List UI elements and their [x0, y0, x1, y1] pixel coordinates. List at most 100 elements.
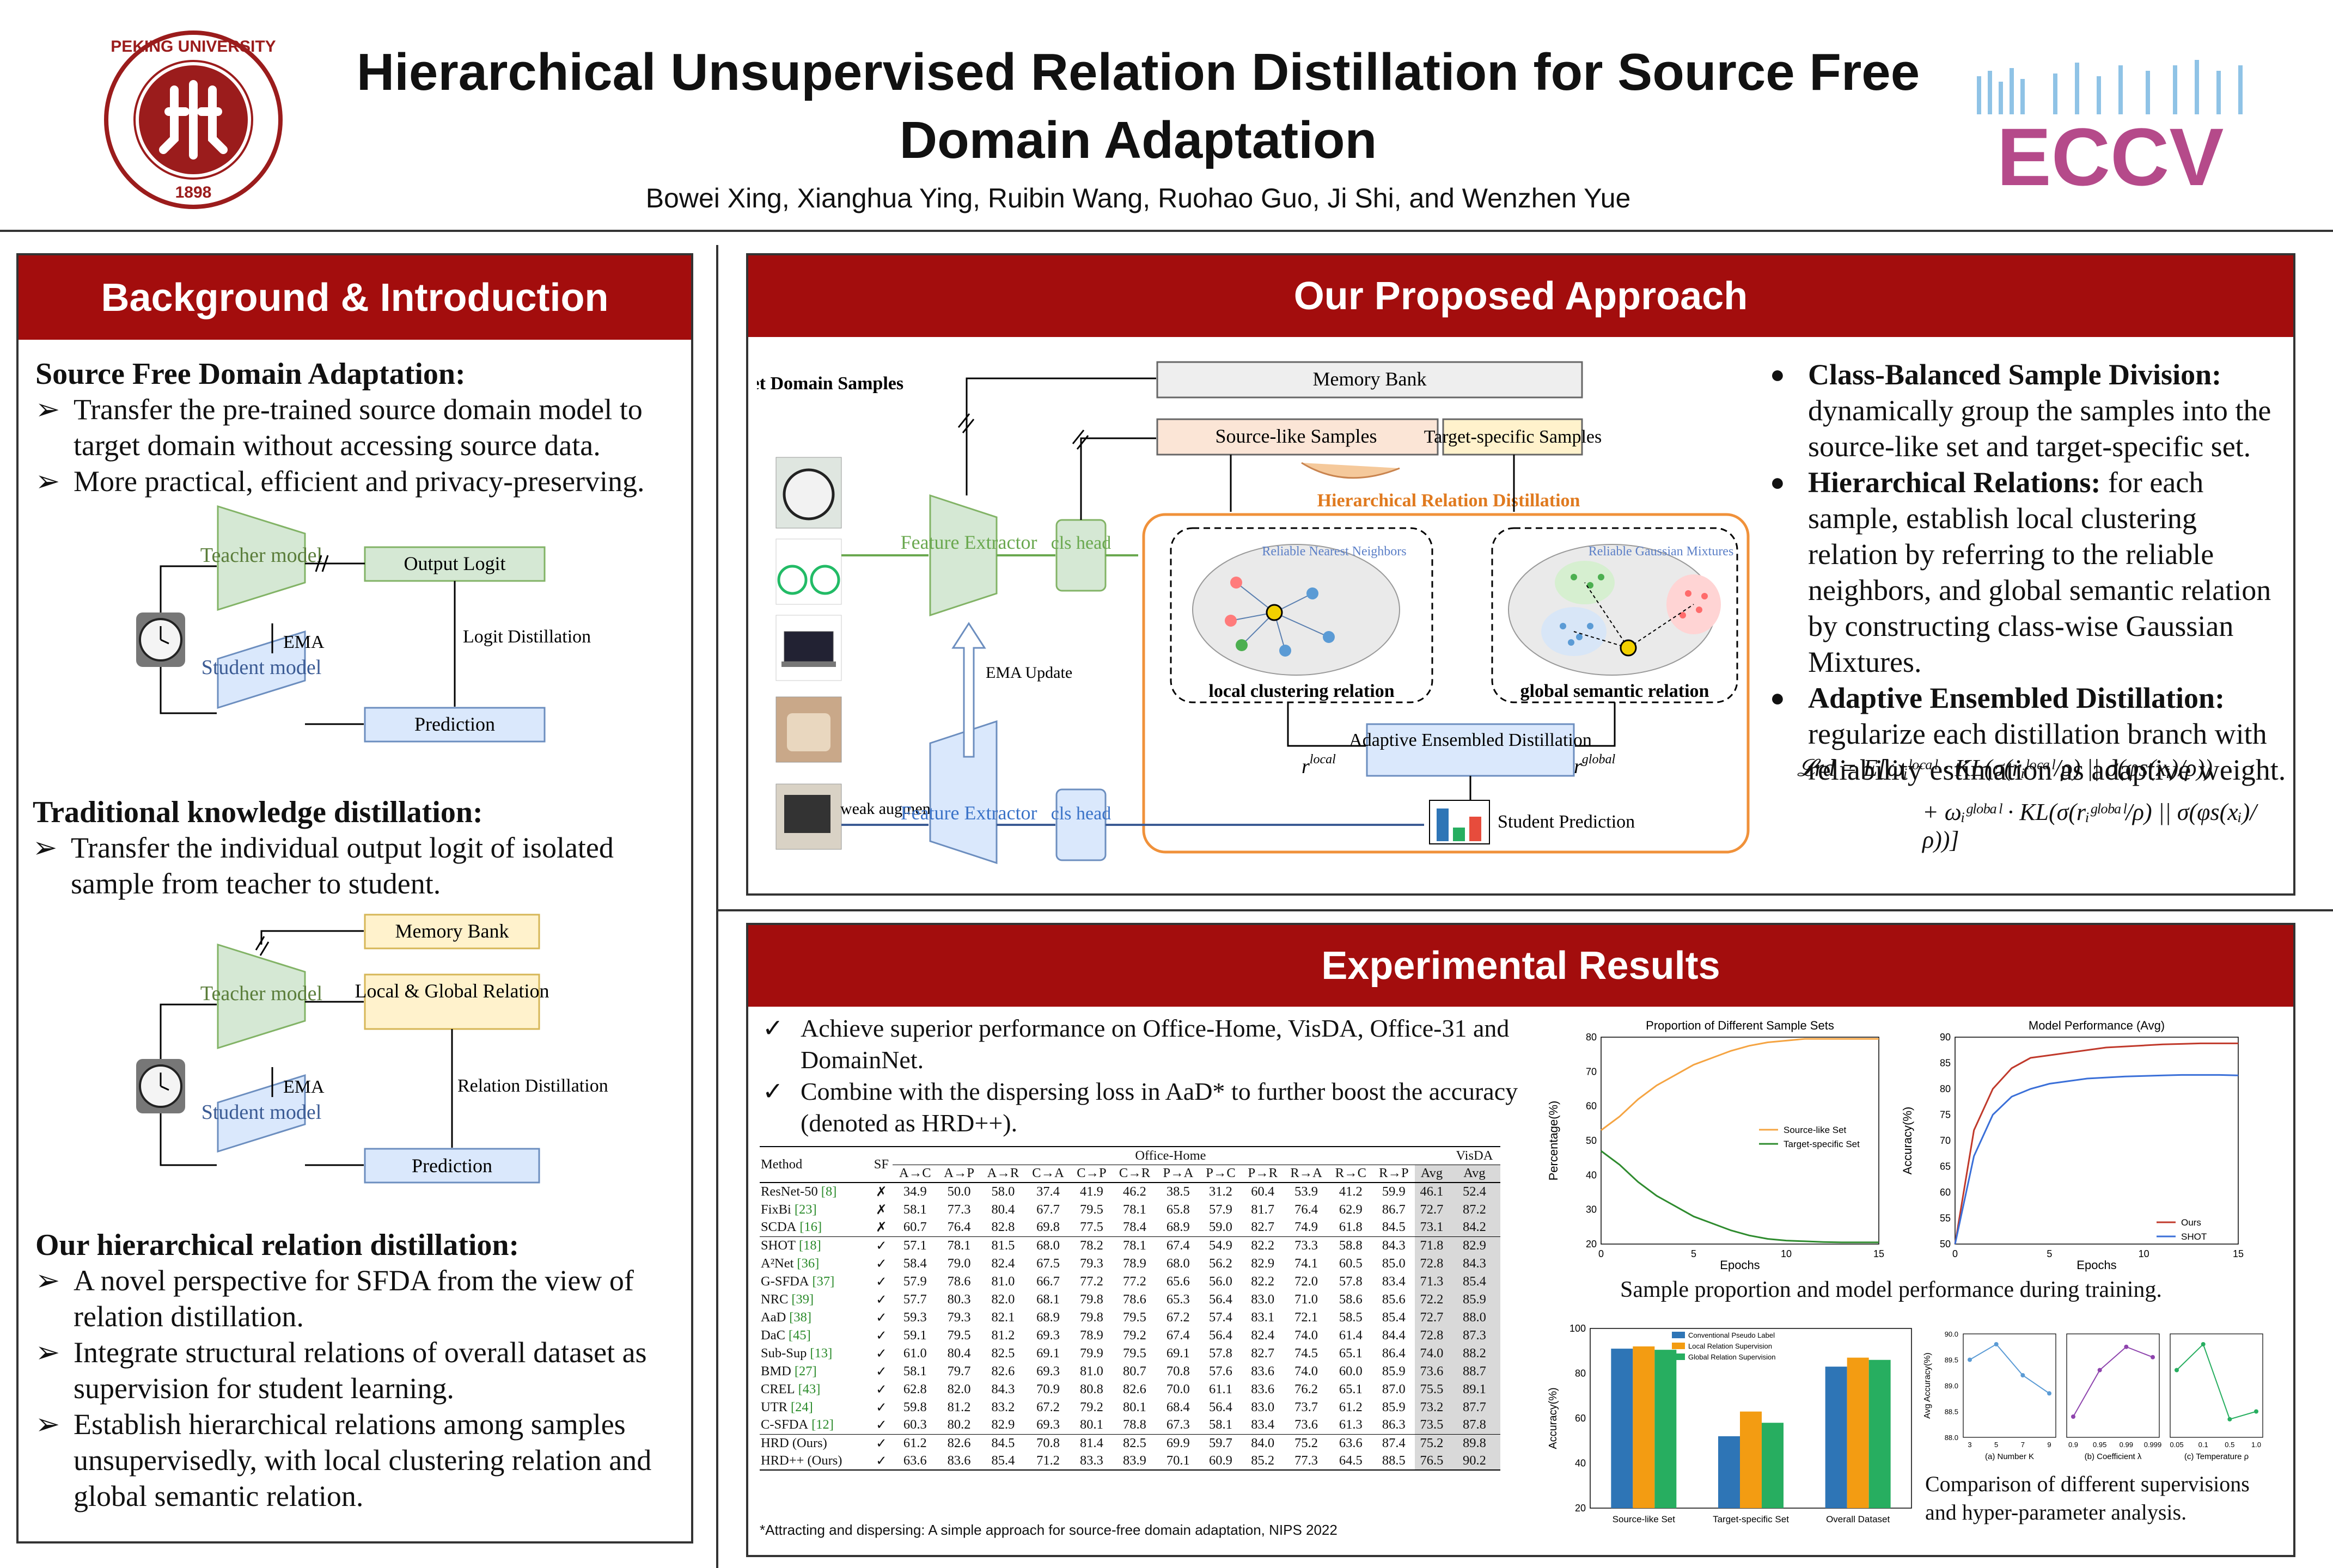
tkd-title: Traditional knowledge distillation: [33, 795, 483, 829]
approach-bullet: Class-Balanced Sample Division: dynamica… [1770, 357, 2293, 464]
legend-label: Local Relation Supervision [1688, 1342, 1772, 1350]
svg-text:Target Domain Samples: Target Domain Samples [757, 373, 903, 394]
method-cell: CREL[43] [761, 1381, 821, 1396]
value-cell: 56.4 [1209, 1399, 1232, 1414]
svg-text:Hierarchical Relation Distilla: Hierarchical Relation Distillation [1317, 491, 1580, 511]
svg-text:Prediction: Prediction [412, 1155, 492, 1177]
th-col: P→A [1163, 1166, 1194, 1181]
results-bullets: Achieve superior performance on Office-H… [762, 1013, 1525, 1139]
value-cell: 78.1 [1123, 1238, 1146, 1253]
visda-cell: 82.9 [1448, 1236, 1500, 1254]
value-cell: 58.0 [991, 1184, 1015, 1199]
svg-text:EMA Update: EMA Update [986, 664, 1072, 682]
value-cell: 81.5 [991, 1238, 1015, 1253]
series-line [1601, 1150, 1879, 1244]
plot-frame [1955, 1037, 2239, 1245]
value-cell: 81.0 [991, 1273, 1015, 1289]
th-col: R→A [1290, 1166, 1322, 1181]
value-cell: 41.2 [1339, 1184, 1363, 1199]
value-cell: 63.6 [1339, 1435, 1363, 1450]
plot-frame [2066, 1333, 2160, 1438]
x-tick: 7 [2021, 1441, 2025, 1449]
value-cell: 38.5 [1166, 1184, 1190, 1199]
data-point [2254, 1409, 2258, 1414]
value-cell: 82.5 [1123, 1435, 1146, 1450]
value-cell: 57.1 [903, 1238, 927, 1253]
value-cell: 67.2 [1036, 1399, 1060, 1414]
value-cell: 78.1 [1123, 1202, 1146, 1217]
value-cell: 84.4 [1382, 1327, 1406, 1343]
value-cell: 73.6 [1294, 1417, 1318, 1432]
x-tick: Target-specific Set [1713, 1514, 1789, 1524]
value-cell: 61.8 [1339, 1220, 1363, 1235]
value-cell: 82.8 [991, 1220, 1015, 1235]
sf-cell: ✓ [876, 1364, 887, 1379]
svg-text:local clustering relation: local clustering relation [1208, 681, 1394, 701]
value-cell: 83.6 [1251, 1363, 1275, 1379]
value-cell: 81.0 [1080, 1363, 1103, 1379]
value-cell: 85.9 [1382, 1363, 1406, 1379]
y-tick: 20 [1586, 1239, 1597, 1250]
value-cell: 67.3 [1166, 1417, 1190, 1432]
value-cell: 61.2 [1339, 1399, 1363, 1414]
visda-cell: 52.4 [1448, 1183, 1500, 1200]
value-cell: 68.9 [1036, 1309, 1060, 1325]
sf-cell: ✓ [876, 1328, 887, 1343]
y-tick: 55 [1940, 1213, 1951, 1224]
y-label: Accuracy(%) [1901, 1107, 1914, 1175]
value-cell: 50.0 [947, 1184, 971, 1199]
svg-text:cls head: cls head [1051, 804, 1111, 824]
value-cell: 73.6 [1414, 1362, 1449, 1380]
value-cell: 78.9 [1080, 1327, 1103, 1343]
value-cell: 77.3 [1294, 1453, 1318, 1468]
series-line [1601, 1038, 1879, 1131]
visda-cell: 87.3 [1448, 1326, 1500, 1344]
x-tick: 0.95 [2093, 1441, 2106, 1449]
value-cell: 79.2 [1080, 1399, 1103, 1414]
visda-cell: 84.2 [1448, 1218, 1500, 1236]
legend-label: Global Relation Supervision [1688, 1353, 1775, 1361]
value-cell: 69.1 [1166, 1345, 1190, 1361]
value-cell: 82.9 [991, 1417, 1015, 1432]
results-panel [746, 923, 2295, 1557]
method-cell: NRC[39] [761, 1291, 814, 1307]
x-tick: 3 [1968, 1441, 1971, 1449]
value-cell: 85.9 [1382, 1399, 1406, 1414]
y-tick: 50 [1586, 1135, 1597, 1146]
background-header: Background & Introduction [19, 255, 691, 340]
value-cell: 84.5 [1382, 1220, 1406, 1235]
svg-text:global semantic relation: global semantic relation [1520, 681, 1709, 701]
value-cell: 67.4 [1166, 1327, 1190, 1343]
y-tick: 70 [1940, 1135, 1951, 1146]
value-cell: 87.0 [1382, 1381, 1406, 1396]
value-cell: 46.1 [1414, 1183, 1449, 1200]
x-tick: 0.9 [2068, 1441, 2078, 1449]
legend-label: SHOT [2181, 1232, 2207, 1242]
value-cell: 83.1 [1251, 1309, 1275, 1325]
value-cell: 79.7 [947, 1363, 971, 1379]
y-tick: 60 [1586, 1101, 1597, 1112]
method-cell: BMD[27] [761, 1363, 817, 1379]
svg-text:ECCV: ECCV [1997, 111, 2224, 196]
data-point [2047, 1391, 2051, 1396]
y-label: Avg Accuracy(%) [1923, 1352, 1932, 1419]
value-cell: 73.3 [1294, 1238, 1318, 1253]
value-cell: 58.5 [1339, 1309, 1363, 1325]
approach-panel [746, 253, 2295, 896]
background-panel [16, 253, 693, 1543]
th-method: Method [761, 1157, 803, 1172]
plot-frame [1601, 1037, 1879, 1245]
visda-cell: 87.7 [1448, 1398, 1500, 1416]
x-tick: 0.1 [2198, 1441, 2208, 1449]
bar [1868, 1359, 1891, 1508]
bar [1762, 1423, 1784, 1508]
value-cell: 71.2 [1036, 1453, 1060, 1468]
value-cell: 65.1 [1339, 1345, 1363, 1361]
value-cell: 31.2 [1209, 1184, 1232, 1199]
value-cell: 77.2 [1080, 1273, 1103, 1289]
